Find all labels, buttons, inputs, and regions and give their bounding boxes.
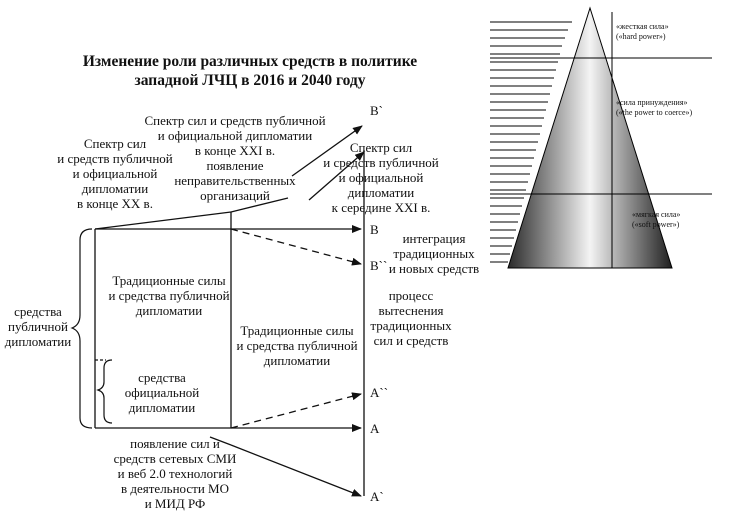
traditional-1-line-2: и средства публичной	[108, 288, 230, 303]
brace-official-diplomacy	[96, 359, 113, 424]
label-displacement: процесс вытеснения традиционных сил и ср…	[366, 288, 456, 348]
label-network-media: появление сил и средств сетевых СМИ и ве…	[100, 436, 250, 511]
arrow-to-b-prime	[291, 125, 363, 177]
chart-title: Изменение роли различных средств в полит…	[70, 52, 430, 90]
pyramid-base-gap	[490, 270, 712, 276]
network-media-line-4: в деятельности МО	[120, 481, 229, 496]
traditional-2-line-1: Традиционные силы	[240, 323, 354, 338]
arrow-upper-right	[308, 151, 365, 201]
hard-power-line-1: «жесткая сила»	[616, 22, 669, 31]
left-diagram-lines	[94, 125, 365, 497]
official-diplomacy-line-1: средства	[138, 370, 186, 385]
spectrum-21c-mid-line-3: и официальной	[338, 170, 424, 185]
arrow-to-b-double	[230, 228, 362, 266]
point-label-b: B	[370, 222, 379, 237]
spectrum-20c-line-3: и официальной	[72, 166, 158, 181]
public-diplomacy-line-2: публичной	[8, 319, 68, 334]
official-diplomacy-line-3: дипломатии	[128, 400, 196, 415]
label-official-diplomacy: средства официальной дипломатии	[112, 370, 212, 415]
public-diplomacy-line-3: дипломатии	[4, 334, 72, 349]
hard-power-line-2: («hard power»)	[616, 32, 666, 41]
traditional-2-line-3: дипломатии	[263, 353, 331, 368]
spectrum-21c-mid-line-1: Спектр сил	[349, 140, 413, 155]
label-traditional-2: Традиционные силы и средства публичной д…	[232, 323, 362, 368]
coercion-line-2: («the power to coerce»)	[616, 108, 693, 117]
displacement-line-1: процесс	[388, 288, 434, 303]
public-diplomacy-line-1: средства	[14, 304, 62, 319]
spectrum-21c-end-line-5: неправительственных	[174, 173, 296, 188]
soft-power-line-1: «мягкая сила»	[632, 210, 681, 219]
braces	[70, 228, 113, 429]
traditional-2-line-2: и средства публичной	[236, 338, 358, 353]
spectrum-21c-end-line-6: организаций	[200, 188, 270, 203]
soft-power-line-2: («soft power»)	[632, 220, 680, 229]
label-spectrum-21c-mid: Спектр сил и средств публичной и официал…	[316, 140, 446, 215]
line-upper-mid	[230, 197, 289, 213]
label-spectrum-20c: Спектр сил и средств публичной и официал…	[50, 136, 180, 211]
line-lower-left	[209, 436, 232, 446]
traditional-1-line-3: дипломатии	[135, 303, 203, 318]
brace-public-diplomacy	[70, 228, 93, 429]
spectrum-21c-mid-line-5: к середине XXI в.	[331, 200, 431, 215]
network-media-line-5: и МИД РФ	[144, 496, 206, 511]
label-hard-power: «жесткая сила» («hard power»)	[616, 22, 669, 42]
pyramid-ruled-lines	[490, 21, 572, 263]
coercion-line-1: «сила принуждения»	[616, 98, 688, 107]
title-line-2: западной ЛЧЦ в 2016 и 2040 году	[134, 72, 366, 89]
label-traditional-1: Традиционные силы и средства публичной д…	[104, 273, 234, 318]
integration-line-1: интеграция	[402, 231, 466, 246]
point-label-a: A	[370, 421, 380, 436]
network-media-line-2: средств сетевых СМИ	[113, 451, 237, 466]
spectrum-21c-mid-line-2: и средств публичной	[323, 155, 439, 170]
spectrum-21c-end-line-3: в конце XXI в.	[194, 143, 276, 158]
spectrum-20c-line-4: дипломатии	[81, 181, 149, 196]
label-spectrum-21c-end: Спектр сил и средств публичной и официал…	[140, 113, 330, 203]
spectrum-20c-line-2: и средств публичной	[57, 151, 173, 166]
pyramid-figure	[490, 6, 712, 276]
traditional-1-line-1: Традиционные силы	[112, 273, 226, 288]
label-integration: интеграция традиционных и новых средств	[384, 231, 484, 276]
integration-line-3: и новых средств	[388, 261, 480, 276]
spectrum-20c-line-1: Спектр сил	[83, 136, 147, 151]
line-upper-left	[94, 211, 232, 230]
spectrum-21c-end-line-4: появление	[206, 158, 264, 173]
displacement-line-4: сил и средств	[373, 333, 449, 348]
label-soft-power: «мягкая сила» («soft power»)	[632, 210, 680, 230]
displacement-line-2: вытеснения	[378, 303, 444, 318]
spectrum-20c-line-5: в конце XX в.	[77, 196, 153, 211]
spectrum-21c-end-line-1: Спектр сил и средств публичной	[144, 113, 326, 128]
network-media-line-3: и веб 2.0 технологий	[117, 466, 233, 481]
official-diplomacy-line-2: официальной	[124, 385, 200, 400]
label-public-diplomacy: средства публичной дипломатии	[2, 304, 74, 349]
label-coercion: «сила принуждения» («the power to coerce…	[616, 98, 692, 118]
arrow-to-a-prime	[230, 444, 362, 497]
title-line-1: Изменение роли различных средств в полит…	[82, 53, 418, 70]
spectrum-21c-mid-line-4: дипломатии	[347, 185, 415, 200]
point-label-a-prime: A`	[370, 489, 384, 504]
pyramid-shape	[507, 6, 673, 269]
point-label-a-double: A``	[370, 385, 389, 400]
displacement-line-3: традиционных	[370, 318, 452, 333]
point-label-b-double: B``	[370, 258, 388, 273]
point-label-b-prime: B`	[370, 103, 383, 118]
integration-line-2: традиционных	[393, 246, 475, 261]
arrow-to-a-double	[230, 392, 362, 429]
spectrum-21c-end-line-2: и официальной дипломатии	[157, 128, 313, 143]
network-media-line-1: появление сил и	[130, 436, 220, 451]
